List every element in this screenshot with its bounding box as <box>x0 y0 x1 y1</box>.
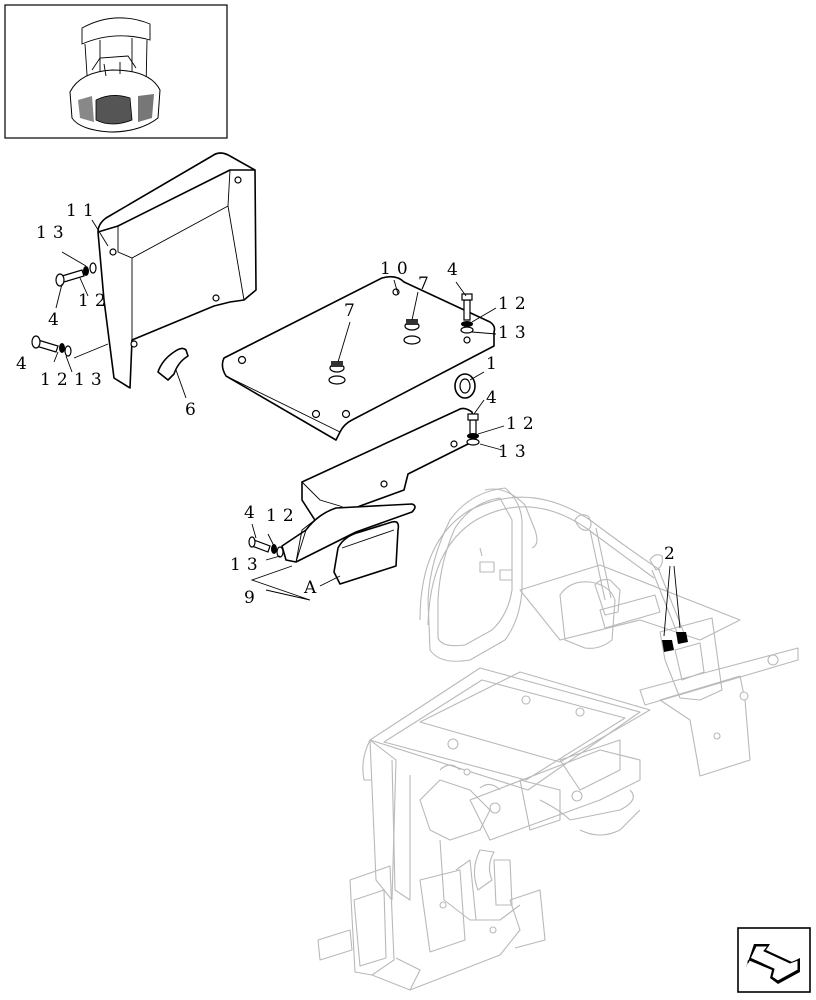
callout-12: 12 <box>266 506 300 526</box>
callout-2: 2 <box>664 544 681 564</box>
callout-7: 7 <box>344 301 361 321</box>
bolts-and-washers <box>31 262 688 652</box>
lower-plate <box>281 407 477 585</box>
callout-13: 13 <box>230 555 264 575</box>
callout-7: 7 <box>418 274 435 294</box>
callout-6: 6 <box>185 400 202 420</box>
round-seal <box>454 373 476 399</box>
callout-10: 10 <box>380 259 414 279</box>
seal-strip <box>157 347 189 381</box>
callout-4: 4 <box>16 354 33 374</box>
callout-12: 12 <box>498 294 532 314</box>
callout-11: 11 <box>66 201 100 221</box>
callout-4: 4 <box>486 388 503 408</box>
callout-9: 9 <box>244 588 261 608</box>
callout-1: 1 <box>486 354 503 374</box>
side-cover-panel <box>97 152 257 389</box>
callout-12: 12 <box>78 291 112 311</box>
machine-overview-thumbnail <box>4 4 228 139</box>
machine-frame-background <box>317 487 799 991</box>
callout-4: 4 <box>244 503 261 523</box>
callout-13: 13 <box>36 223 70 243</box>
grommets <box>329 319 420 373</box>
floor-plate <box>221 275 496 441</box>
callout-13: 13 <box>74 370 108 390</box>
callout-A: A <box>304 578 323 598</box>
callout-13: 13 <box>498 323 532 343</box>
leader-lines <box>53 219 681 637</box>
callout-12: 12 <box>506 414 540 434</box>
callout-4: 4 <box>447 260 464 280</box>
callout-13: 13 <box>498 442 532 462</box>
next-page-arrow-icon[interactable] <box>737 927 811 993</box>
callout-4: 4 <box>48 310 65 330</box>
callout-12: 12 <box>40 370 74 390</box>
